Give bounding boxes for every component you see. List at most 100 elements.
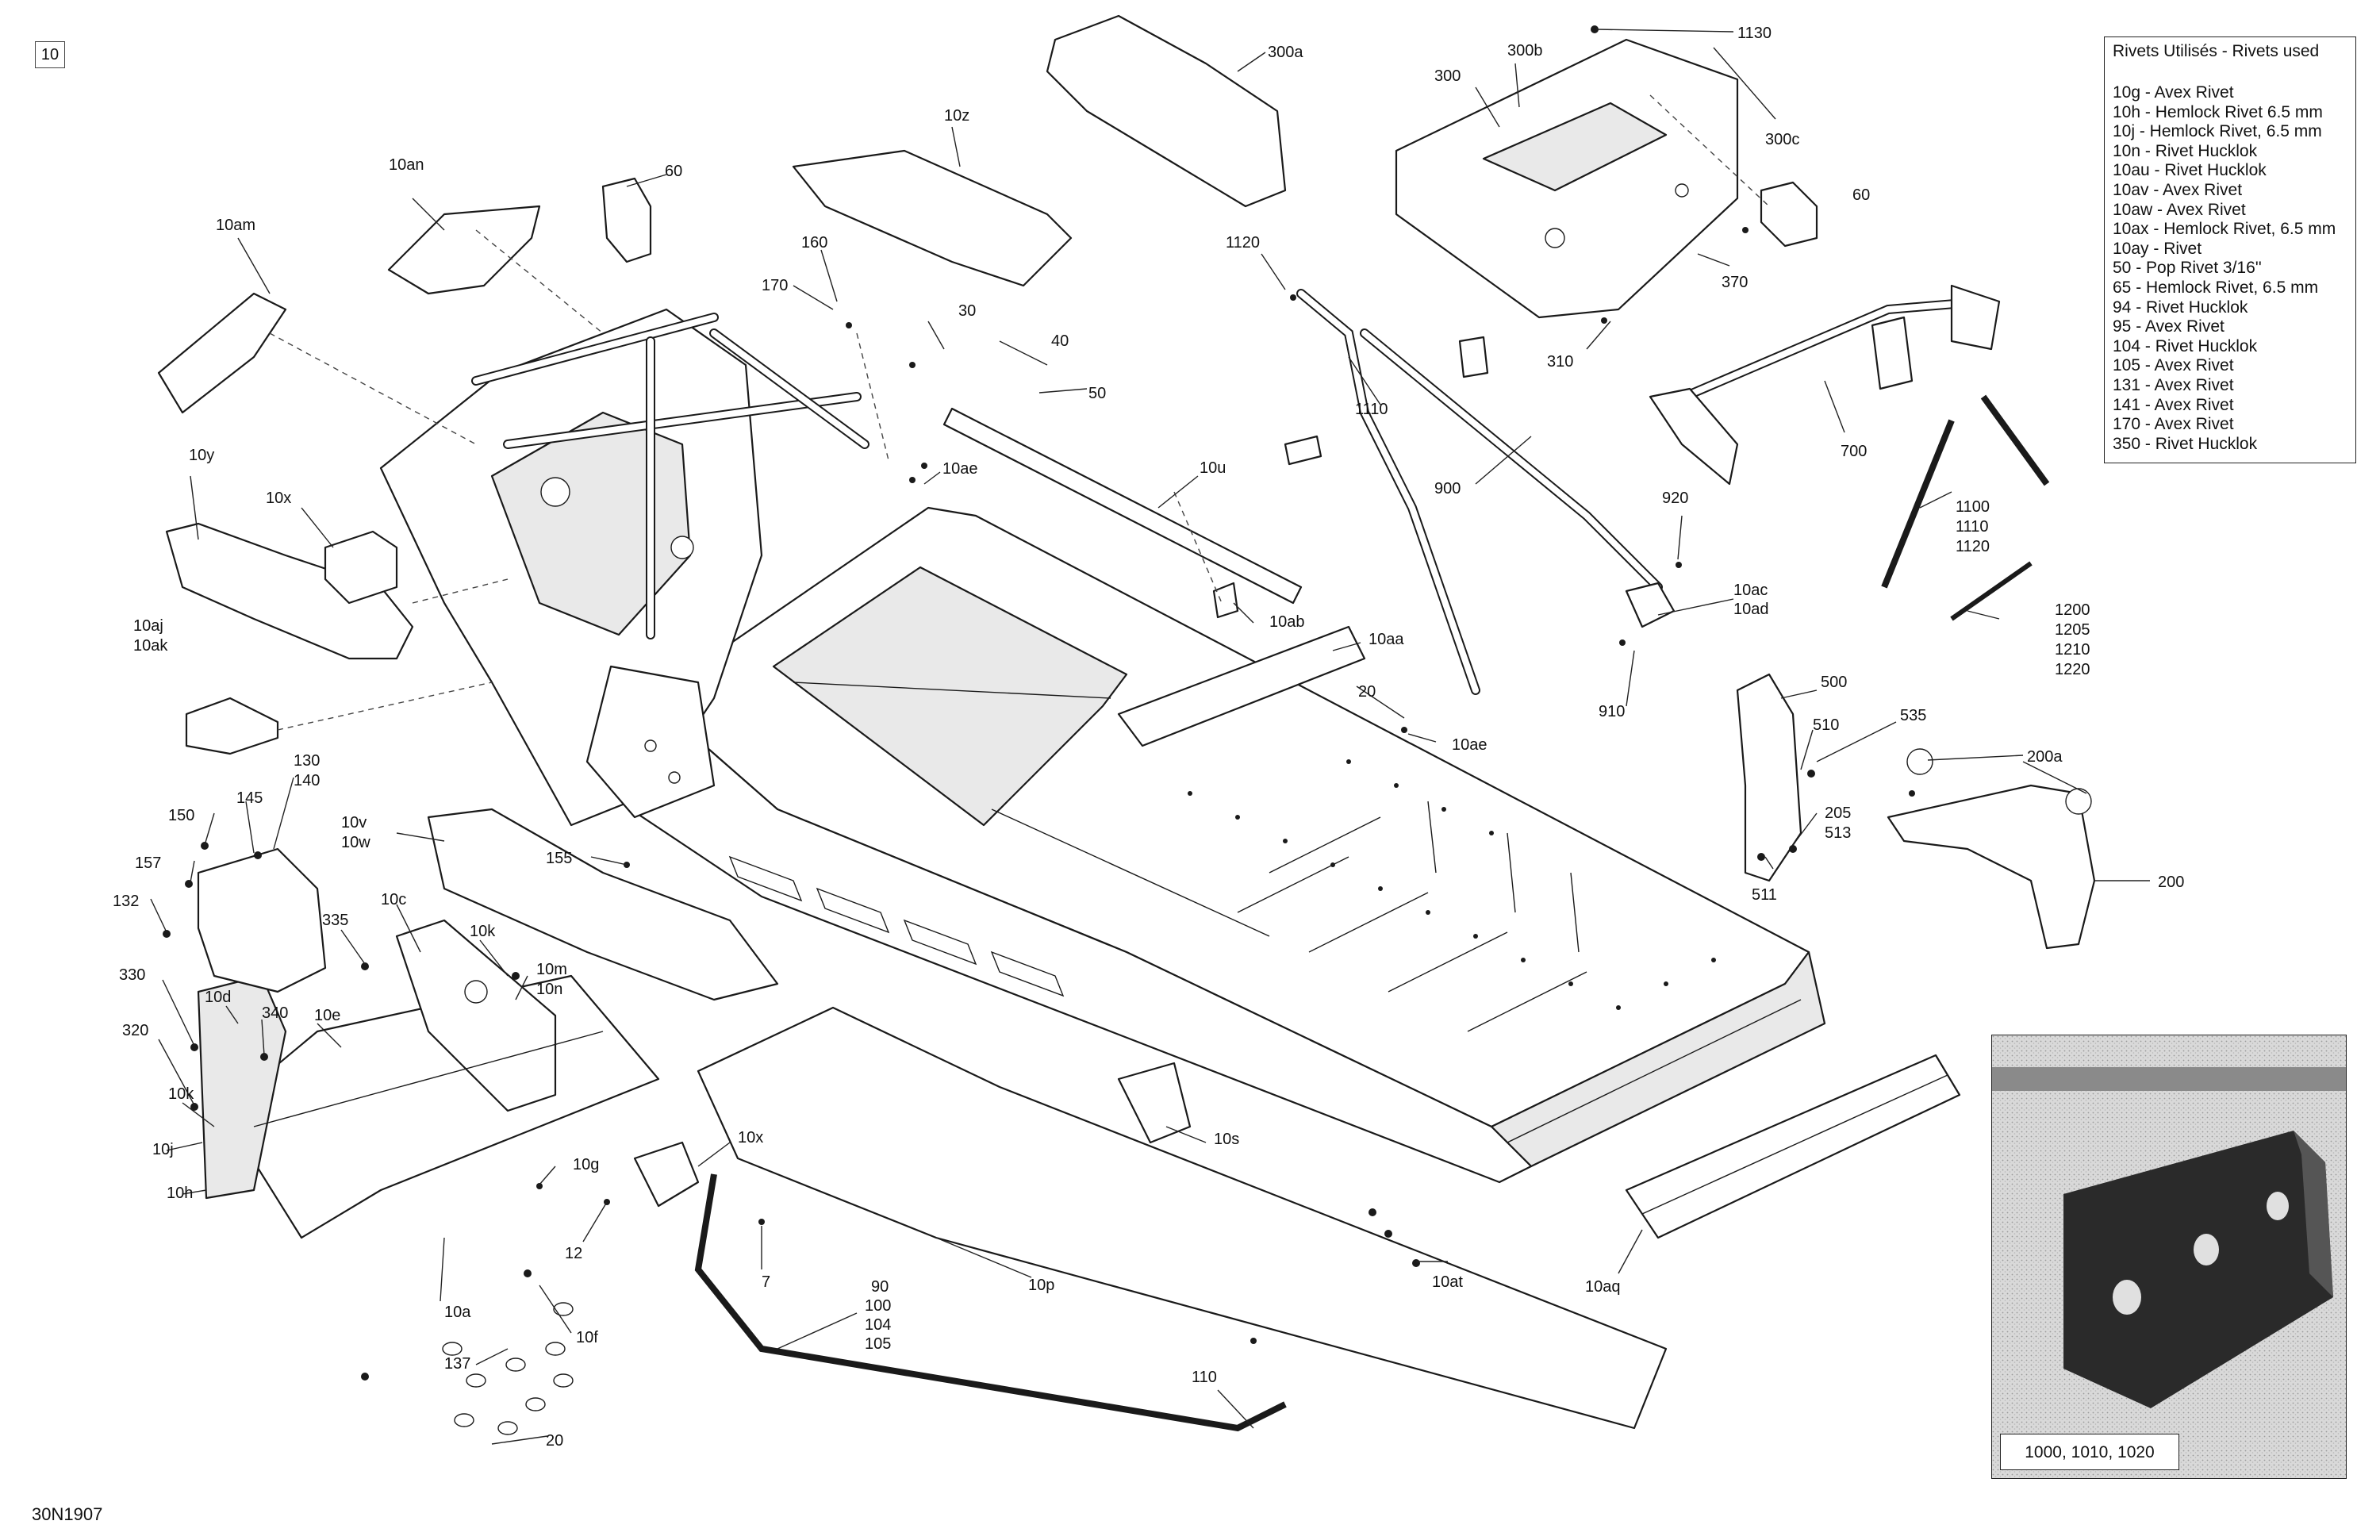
- callout-10n: 10n: [536, 981, 562, 998]
- callout-300a: 300a: [1268, 44, 1303, 61]
- callout-1120: 1120: [1226, 234, 1260, 252]
- rivet-item: 10av - Avex Rivet: [2113, 180, 2243, 199]
- rivet-item: 65 - Hemlock Rivet, 6.5 mm: [2113, 278, 2319, 297]
- callout-157: 157: [135, 854, 161, 872]
- callout-10ae-upper: 10ae: [942, 460, 978, 478]
- callout-10m: 10m: [536, 961, 567, 978]
- callout-150: 150: [168, 807, 194, 824]
- rivet-item: 10h - Hemlock Rivet 6.5 mm: [2113, 102, 2323, 121]
- bracket-10aj: [185, 697, 279, 755]
- rivet-item: 10n - Rivet Hucklok: [2113, 141, 2258, 160]
- rivet-item: 94 - Rivet Hucklok: [2113, 298, 2248, 317]
- callout-510: 510: [1813, 716, 1839, 734]
- front-subframe: [197, 919, 660, 1239]
- callout-12: 12: [565, 1245, 582, 1262]
- tunnel-assembly: [617, 506, 1826, 1184]
- callout-10j: 10j: [152, 1141, 174, 1158]
- callout-10ak: 10ak: [133, 637, 168, 655]
- bracket-60-front: [601, 177, 652, 263]
- rivet-item: 10ay - Rivet: [2113, 239, 2202, 258]
- callout-90: 90: [871, 1278, 889, 1296]
- flap-10p: [697, 1006, 1668, 1430]
- callout-10ac: 10ac: [1733, 582, 1768, 599]
- callout-200a: 200a: [2027, 748, 2063, 766]
- callout-1130: 1130: [1737, 25, 1772, 42]
- callout-10y: 10y: [189, 447, 214, 464]
- callout-10k-lower: 10k: [168, 1085, 194, 1103]
- callout-10ae-lower: 10ae: [1452, 736, 1488, 754]
- callout-300b: 300b: [1507, 42, 1543, 60]
- plate-10y: [165, 522, 414, 660]
- rivet-item: 10j - Hemlock Rivet, 6.5 mm: [2113, 122, 2322, 141]
- rivets-legend-list: 10g - Avex Rivet 10h - Hemlock Rivet 6.5…: [2113, 83, 2336, 454]
- callout-340: 340: [262, 1004, 288, 1022]
- rivets-legend-title: Rivets Utilisés - Rivets used: [2113, 42, 2320, 60]
- callout-160: 160: [801, 234, 827, 252]
- fasteners: [163, 25, 1915, 1381]
- callout-10aj: 10aj: [133, 617, 163, 635]
- callout-10k-upper: 10k: [470, 923, 496, 940]
- rivet-item: 105 - Avex Rivet: [2113, 356, 2234, 375]
- callout-10am: 10am: [216, 217, 255, 234]
- callout-700: 700: [1841, 443, 1867, 460]
- callout-10c: 10c: [381, 891, 406, 908]
- callout-7: 7: [762, 1273, 770, 1291]
- channel-10aq: [1625, 1054, 1961, 1239]
- callout-10v: 10v: [341, 814, 367, 831]
- rod-1100b: [1980, 394, 2050, 486]
- leader-lines: [150, 29, 2150, 1445]
- callout-40: 40: [1051, 332, 1069, 350]
- callout-170: 170: [762, 277, 788, 294]
- callout-370: 370: [1722, 274, 1748, 291]
- callout-10h: 10h: [167, 1185, 193, 1202]
- callout-155: 155: [546, 850, 572, 867]
- callout-10aa: 10aa: [1368, 631, 1404, 648]
- bracket-60-rear: [1760, 181, 1818, 248]
- bracket-10x-lower: [633, 1141, 700, 1208]
- callout-200: 200: [2158, 874, 2184, 891]
- bracket-10am: [157, 292, 287, 414]
- callout-10z: 10z: [944, 107, 969, 125]
- skid-plate-10v: [427, 808, 779, 1001]
- callout-60-front: 60: [665, 163, 682, 180]
- callout-10w: 10w: [341, 834, 370, 851]
- callout-1100: 1100: [1956, 498, 1990, 516]
- bracket-10x-upper: [324, 530, 398, 605]
- callout-1200: 1200: [2055, 601, 2090, 619]
- bracket-10s: [1117, 1062, 1192, 1144]
- bracket-10aa: [1117, 625, 1366, 747]
- callout-137: 137: [444, 1355, 470, 1373]
- callout-10an: 10an: [389, 156, 424, 174]
- callout-1220: 1220: [2055, 661, 2090, 678]
- callout-900: 900: [1434, 480, 1461, 497]
- front-frame: [379, 308, 869, 827]
- callout-1110-b: 1110: [1956, 518, 1989, 536]
- bumper-200a-1: [1906, 748, 1933, 775]
- callout-130: 130: [294, 752, 320, 770]
- callout-10ab: 10ab: [1269, 613, 1305, 631]
- rivet-item: 131 - Avex Rivet: [2113, 375, 2234, 394]
- rivet-item: 10au - Rivet Hucklok: [2113, 161, 2267, 180]
- callout-132: 132: [113, 893, 139, 910]
- callout-140: 140: [294, 772, 320, 789]
- rivet-item: 170 - Avex Rivet: [2113, 415, 2234, 434]
- rivet-item: 10aw - Avex Rivet: [2113, 200, 2246, 219]
- inset-bracket-illustration: [1992, 1035, 2346, 1478]
- callout-513: 513: [1825, 824, 1851, 842]
- callout-10d: 10d: [205, 989, 231, 1006]
- document-code: 30N1907: [32, 1504, 103, 1524]
- bracket-500: [1736, 673, 1802, 882]
- callout-10at: 10at: [1432, 1273, 1463, 1291]
- callout-20-washers: 20: [546, 1432, 563, 1450]
- rivet-item: 104 - Rivet Hucklok: [2113, 336, 2258, 355]
- link-10ac: [1625, 582, 1676, 628]
- callout-10e: 10e: [314, 1007, 340, 1024]
- callout-335: 335: [322, 912, 348, 929]
- callout-500: 500: [1821, 674, 1847, 691]
- callout-10s: 10s: [1214, 1131, 1239, 1148]
- guard-130: [197, 847, 327, 993]
- rivet-item: 50 - Pop Rivet 3/16'': [2113, 259, 2262, 278]
- bumper-rod-90: [694, 1173, 1287, 1432]
- washers-20: [442, 1302, 574, 1435]
